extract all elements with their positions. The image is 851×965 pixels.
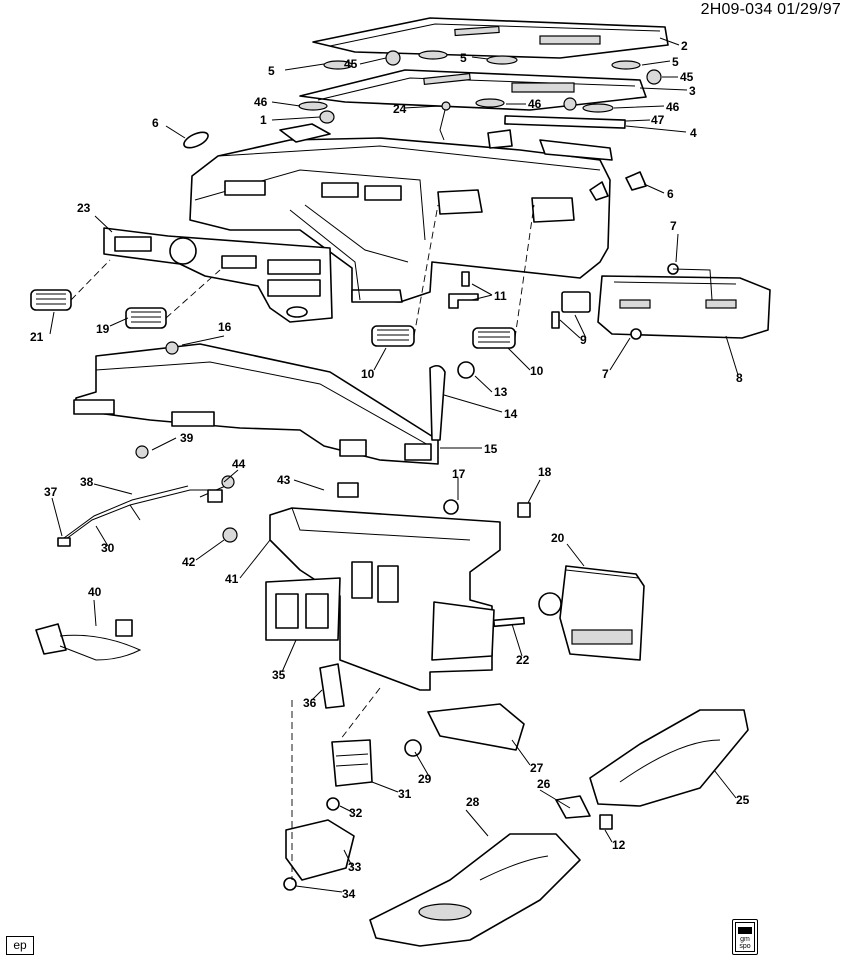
callout-11: 11 — [494, 289, 507, 303]
callout-36: 36 — [303, 696, 317, 710]
callout-19: 19 — [96, 322, 110, 336]
blower-module — [492, 565, 645, 661]
callout-5b: 5 — [460, 51, 467, 65]
vent-outlets — [30, 204, 535, 349]
callout-45b: 45 — [680, 70, 694, 84]
callout-46: 46 — [254, 95, 268, 109]
callout-39: 39 — [180, 431, 194, 445]
callout-22: 22 — [516, 653, 530, 667]
callout-28: 28 — [466, 795, 480, 809]
heater-case — [222, 482, 531, 709]
diagram-id: 2H09-034 01/29/97 — [700, 1, 841, 18]
glove-box — [597, 263, 771, 340]
callout-14: 14 — [504, 407, 518, 421]
callout-5c: 5 — [672, 55, 679, 69]
callout-21: 21 — [30, 330, 44, 344]
callout-29: 29 — [418, 772, 432, 786]
callout-43: 43 — [277, 473, 291, 487]
callout-47: 47 — [651, 113, 665, 127]
callout-5: 5 — [268, 64, 275, 78]
callout-18: 18 — [538, 465, 552, 479]
callout-17: 17 — [452, 467, 466, 481]
wiring-harness — [57, 475, 235, 547]
callout-23: 23 — [77, 201, 91, 215]
rear-console — [555, 709, 749, 830]
antenna-harness — [35, 619, 142, 661]
callout-4: 4 — [690, 126, 697, 140]
callout-41: 41 — [225, 572, 239, 586]
callout-7: 7 — [670, 219, 677, 233]
callout-30: 30 — [101, 541, 115, 555]
callout-10b: 10 — [530, 364, 544, 378]
callout-45: 45 — [344, 57, 358, 71]
logo-bottom: spo — [739, 943, 751, 950]
callout-8: 8 — [736, 371, 743, 385]
callout-9: 9 — [580, 333, 587, 347]
callout-13: 13 — [494, 385, 508, 399]
callout-6: 6 — [152, 116, 159, 130]
callout-24: 24 — [393, 102, 407, 116]
callout-46c: 46 — [666, 100, 680, 114]
callout-12: 12 — [612, 838, 626, 852]
callout-20: 20 — [551, 531, 565, 545]
callout-15: 15 — [484, 442, 498, 456]
lower-trim-panel — [299, 69, 647, 111]
callout-7b: 7 — [602, 367, 609, 381]
instrument-cluster-bezel — [103, 227, 333, 323]
floor-console — [369, 833, 581, 947]
callout-31: 31 — [398, 787, 412, 801]
callout-37: 37 — [44, 485, 58, 499]
callout-44: 44 — [232, 457, 246, 471]
callout-33: 33 — [348, 860, 362, 874]
instrument-panel — [183, 101, 647, 303]
logo-top: gm — [740, 936, 750, 943]
callout-27: 27 — [530, 761, 544, 775]
callout-35: 35 — [272, 668, 286, 682]
callout-42: 42 — [182, 555, 196, 569]
callout-25: 25 — [736, 793, 750, 807]
callout-10: 10 — [361, 367, 375, 381]
ep-label: ep — [6, 936, 34, 955]
lower-components — [283, 687, 525, 891]
callout-16: 16 — [218, 320, 232, 334]
clips — [298, 50, 662, 129]
upper-trim-panel — [312, 17, 669, 59]
callout-32: 32 — [349, 806, 363, 820]
callout-3: 3 — [689, 84, 696, 98]
callout-40: 40 — [88, 585, 102, 599]
callout-46b: 46 — [528, 97, 542, 111]
air-duct-assembly — [73, 341, 475, 465]
callout-2: 2 — [681, 39, 688, 53]
callout-1: 1 — [260, 113, 267, 127]
small-clips — [448, 271, 591, 329]
callout-38: 38 — [80, 475, 94, 489]
callout-26: 26 — [537, 777, 551, 791]
leader-lines — [49, 37, 739, 893]
callout-34: 34 — [342, 887, 356, 901]
gm-spo-logo: gm spo — [732, 919, 758, 955]
callout-6b: 6 — [667, 187, 674, 201]
